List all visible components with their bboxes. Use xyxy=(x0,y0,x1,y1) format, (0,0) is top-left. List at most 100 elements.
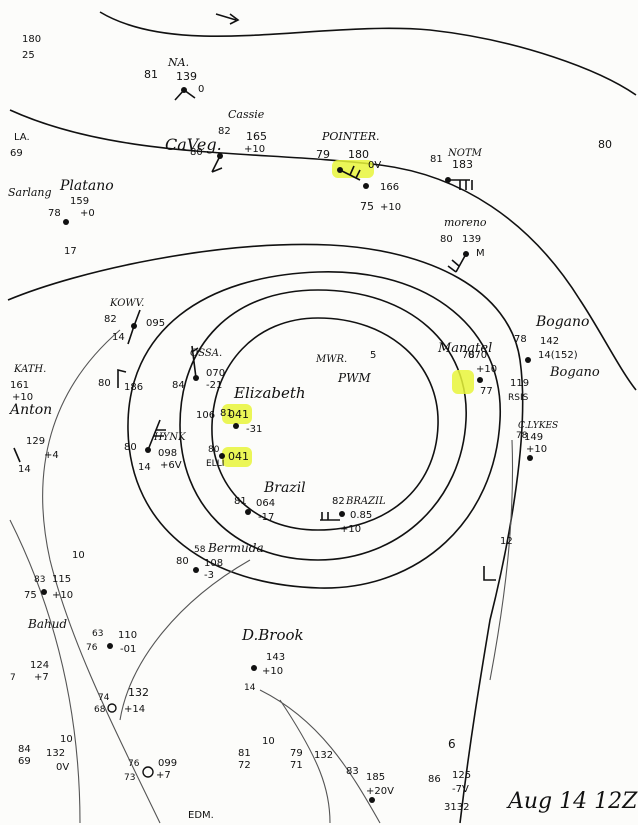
arrow-icon xyxy=(215,13,240,25)
wind-barb xyxy=(127,309,141,345)
station-pressure: 125 xyxy=(452,770,471,781)
station-extra: 83 xyxy=(34,575,45,585)
station-tendency: -17 xyxy=(258,512,274,523)
station-temp: 74 xyxy=(98,693,110,703)
station-pressure: 166 xyxy=(380,182,399,193)
station-dot xyxy=(63,219,69,225)
station-pressure: 10 xyxy=(262,736,275,747)
station-tendency: -3 xyxy=(204,570,214,581)
station-temp: 14 xyxy=(18,464,31,475)
label-la-69: 69 xyxy=(10,148,23,159)
station-pressure: 099 xyxy=(158,758,177,769)
station-name: moreno xyxy=(444,216,487,229)
station-dot xyxy=(107,703,117,713)
station-pressure: 142 xyxy=(540,336,559,347)
station-temp: 79 xyxy=(316,148,330,161)
station-name: Elizabeth xyxy=(233,384,306,402)
station-name: Bermuda xyxy=(207,541,264,555)
station-119: 119 RSIS xyxy=(508,378,529,403)
station-tendency: 0V xyxy=(56,762,69,773)
station-temp: 79 xyxy=(290,748,303,759)
station-pressure: 132 xyxy=(128,686,149,699)
station-186: 80 186 xyxy=(98,368,143,393)
station-other: 68 xyxy=(94,705,106,715)
station-pressure: 132 xyxy=(314,750,333,761)
station-tendency: +4 xyxy=(44,450,59,461)
station-extra: 3132 xyxy=(444,802,469,813)
station-dot xyxy=(41,589,47,595)
isobar-left-large xyxy=(9,519,81,824)
station-temp: 80 xyxy=(176,556,189,567)
station-tendency: -01 xyxy=(120,644,136,655)
station-temp: 81 xyxy=(144,68,158,81)
wind-barb xyxy=(339,165,361,181)
station-name: KATH. xyxy=(13,364,46,375)
station-tendency: 0 xyxy=(198,84,204,95)
wind-barb xyxy=(147,419,166,451)
station-name: D.Brook xyxy=(241,626,304,644)
station-temp: 78 xyxy=(48,208,61,219)
station-166: 166 75 +10 xyxy=(360,182,401,213)
station-other: 73 xyxy=(124,773,135,783)
station-elizabeth: Elizabeth 81 041 -31 xyxy=(220,384,306,435)
station-bottom2: 79 132 71 xyxy=(290,748,333,771)
station-pressure: 0.85 xyxy=(350,510,372,521)
station-name: CaVeg. xyxy=(165,135,222,154)
highlight-elizabeth xyxy=(222,404,252,424)
isobar-long-curve xyxy=(7,243,524,824)
label-six: 6 xyxy=(448,737,456,751)
station-dot xyxy=(142,766,154,778)
station-brazil2: 82 BRAZIL 0.85 +10 xyxy=(320,496,386,535)
station-tendency: +10 xyxy=(526,444,547,455)
station-extra: 106 xyxy=(196,410,215,421)
station-temp: 78 xyxy=(462,350,475,361)
station-pressure: 149 xyxy=(524,432,543,443)
station-bottom3: 83 185 +20V xyxy=(346,766,394,803)
wind-barb xyxy=(320,512,340,521)
isobar-mid-arc-left xyxy=(119,559,251,721)
station-dot xyxy=(369,797,375,803)
station-brazil: Brazil 81 064 -17 xyxy=(234,480,306,523)
station-name: HYNK xyxy=(153,432,186,443)
station-bottom1: 81 10 72 xyxy=(238,736,275,771)
station-dot xyxy=(107,643,113,649)
station-temp: 86 xyxy=(428,774,441,785)
station-pressure: 139 xyxy=(462,234,481,245)
highlight-elli xyxy=(222,447,252,467)
station-elli: ELLI 041 80 xyxy=(206,445,249,469)
station-name: Bogano xyxy=(535,314,589,330)
station-pressure: 143 xyxy=(266,652,285,663)
station-pressure: 110 xyxy=(118,630,137,641)
station-name: NA. xyxy=(167,56,189,69)
station-pressure: 070 xyxy=(206,368,225,379)
station-pressure: 186 xyxy=(124,382,143,393)
station-extra: PWM xyxy=(337,371,371,385)
station-temp: 7 xyxy=(10,673,16,683)
station-extra: RSIS xyxy=(508,393,529,403)
station-name: MWR. xyxy=(315,354,347,365)
station-pressure: 070 xyxy=(468,350,487,361)
station-moreno: moreno 80 139 M xyxy=(440,216,487,273)
station-pressure: 185 xyxy=(366,772,385,783)
station-name: POINTER. xyxy=(321,130,380,143)
station-dot xyxy=(251,665,257,671)
station-pressure: 124 xyxy=(30,660,49,671)
station-extra: M xyxy=(476,248,485,259)
station-tendency: +7 xyxy=(156,770,171,781)
station-dot xyxy=(233,423,239,429)
station-extra: 72 xyxy=(238,760,251,771)
station-temp: 78 xyxy=(516,431,528,441)
isobar-inner-ring xyxy=(211,317,439,531)
wind-barb xyxy=(448,179,473,190)
station-clykes: C.LYKES 149 +10 78 xyxy=(516,421,558,461)
date-stamp: Aug 14 12Z xyxy=(506,789,638,814)
station-tendency: +20V xyxy=(366,786,394,797)
station-notm: NOTM 81 183 xyxy=(430,148,483,190)
label-twelve: 12 xyxy=(500,536,513,547)
station-tendency: -7V xyxy=(452,784,469,795)
station-pressure: 098 xyxy=(158,448,177,459)
highlight-manatel xyxy=(452,370,474,394)
station-temp: 75 xyxy=(24,590,37,601)
station-tendency: +10 xyxy=(52,590,73,601)
